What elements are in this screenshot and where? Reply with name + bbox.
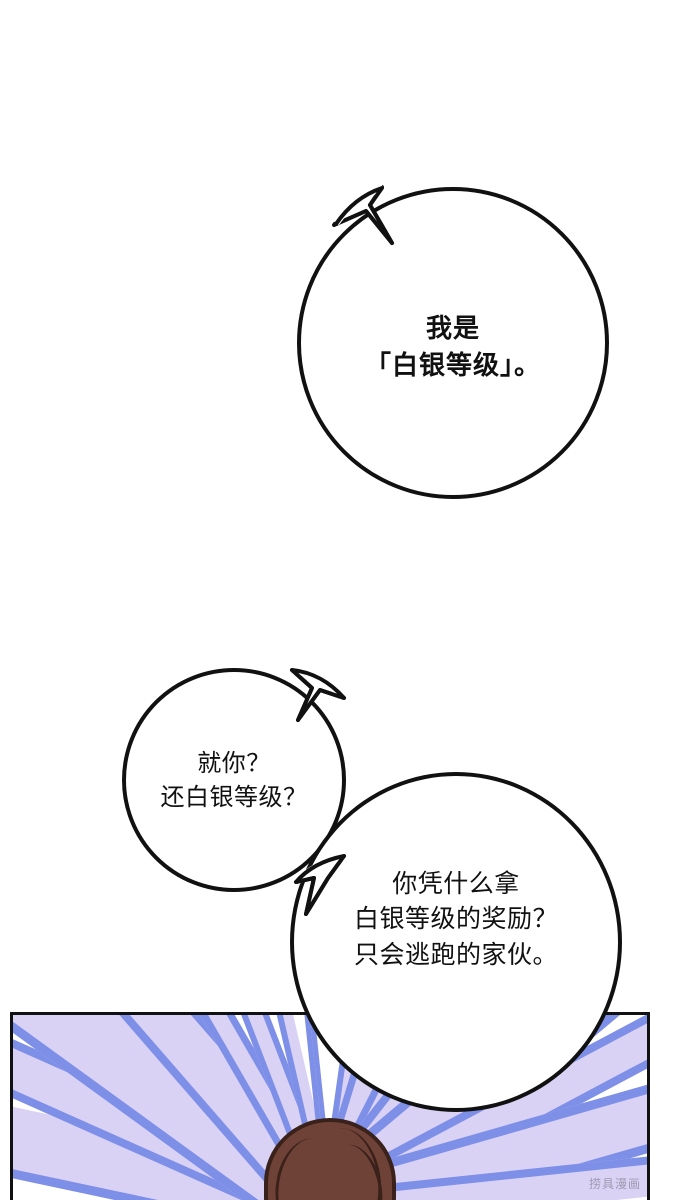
speech-bubble-3: 你凭什么拿 白银等级的奖励？ 只会逃跑的家伙。 [290,772,622,1112]
speech-bubble-1: 我是 「白银等级」。 [297,187,609,499]
speech-bubble-2-text: 就你？ 还白银等级？ [160,749,308,811]
site-watermark: 捞具漫画 [588,1177,641,1191]
speech-bubble-1-text: 我是 「白银等级」。 [364,313,541,380]
speech-bubble-3-text: 你凭什么拿 白银等级的奖励？ 只会逃跑的家伙。 [353,869,558,969]
panel-artwork: 捞具漫画 [13,1015,647,1200]
